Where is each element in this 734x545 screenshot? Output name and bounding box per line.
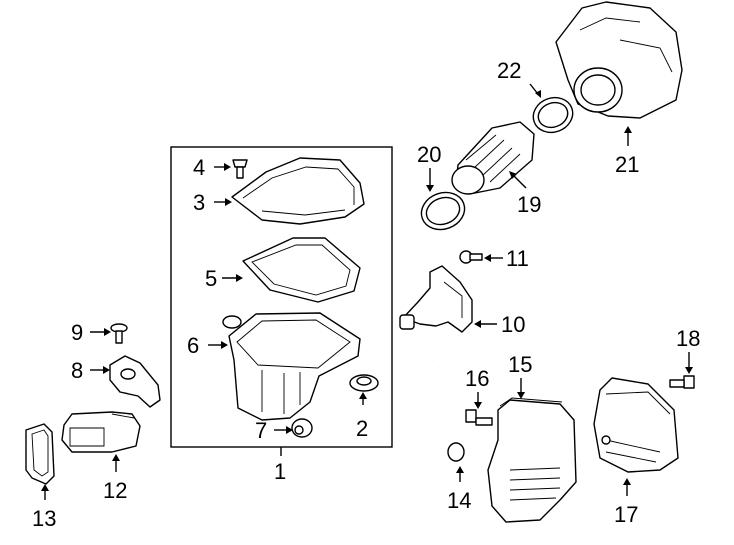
part-19-bellows xyxy=(451,121,535,195)
callout-16: 16 xyxy=(465,366,489,391)
part-17-lower-resonator xyxy=(593,377,679,473)
part-14-hose xyxy=(426,360,465,462)
part-6-housing xyxy=(222,312,361,421)
part-8-bracket xyxy=(109,355,161,408)
callout-18: 18 xyxy=(676,326,700,351)
part-12-duct xyxy=(61,411,141,453)
part-11-bolt xyxy=(459,250,483,264)
callout-14: 14 xyxy=(447,488,471,513)
part-21-throttle-body xyxy=(555,1,683,119)
part-7-grommet xyxy=(291,418,313,438)
part-18-bolt xyxy=(669,375,695,389)
callout-17: 17 xyxy=(614,502,638,527)
part-16-bolt xyxy=(465,409,493,426)
part-15-resonator xyxy=(487,397,577,523)
callout-8: 8 xyxy=(71,358,83,383)
callout-22: 22 xyxy=(497,58,521,83)
callout-7: 7 xyxy=(255,418,267,443)
callout-5: 5 xyxy=(205,266,217,291)
part-10-sensor xyxy=(399,265,473,333)
callout-10: 10 xyxy=(501,312,525,337)
callout-6: 6 xyxy=(187,333,199,358)
callout-13: 13 xyxy=(32,506,56,531)
part-5-filter xyxy=(242,237,361,303)
part-3-cover xyxy=(231,157,365,225)
callout-4: 4 xyxy=(193,155,205,180)
callout-3: 3 xyxy=(193,190,205,215)
callout-19: 19 xyxy=(517,192,541,217)
callout-9: 9 xyxy=(71,320,83,345)
part-2-grommet xyxy=(349,374,379,392)
callout-1: 1 xyxy=(274,459,286,484)
part-20-clamp xyxy=(420,191,466,231)
callout-20: 20 xyxy=(417,142,441,167)
part-22-clamp xyxy=(532,96,574,134)
callout-11: 11 xyxy=(506,246,529,271)
part-4-bolt xyxy=(232,159,248,179)
callout-21: 21 xyxy=(615,152,639,177)
callout-15: 15 xyxy=(508,352,532,377)
callout-12: 12 xyxy=(103,478,127,503)
part-9-bolt xyxy=(110,323,128,344)
leaders xyxy=(41,83,693,500)
part-13-seal xyxy=(25,423,55,485)
callout-2: 2 xyxy=(356,416,368,441)
